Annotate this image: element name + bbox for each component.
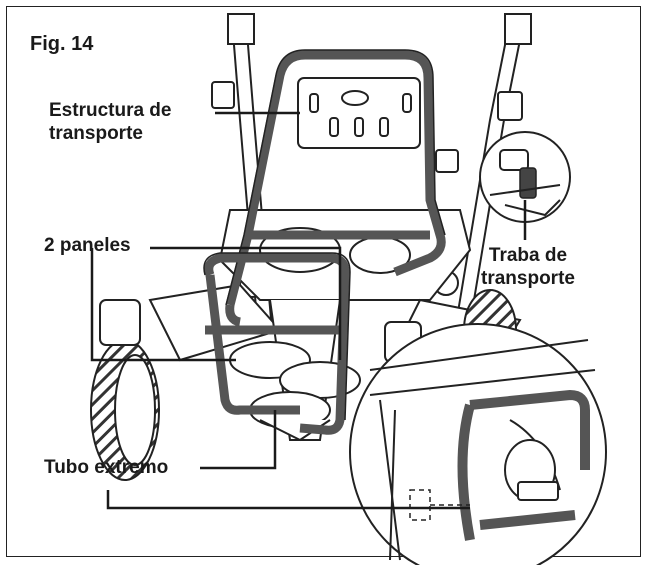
front-panels — [204, 253, 350, 435]
transport-frame-outline — [225, 49, 446, 306]
callout-transport-frame-line2: transporte — [49, 123, 143, 144]
frame-plate — [297, 77, 421, 149]
transport-lock-inset — [479, 131, 571, 223]
transport-frame — [225, 50, 446, 327]
end-tube-inset — [349, 323, 607, 565]
callout-transport-lock-line1: Traba de — [488, 245, 568, 266]
callout-transport-lock-line2: transporte — [481, 268, 575, 289]
callout-end-tube: Tubo extremo — [44, 457, 169, 478]
leader-lines — [90, 111, 527, 510]
front-panels-outline — [203, 252, 351, 421]
callout-transport-lock: Traba de transporte — [481, 244, 575, 290]
left-wheel — [90, 299, 160, 481]
callout-transport-frame-line1: Estructura de — [49, 100, 172, 121]
figure-number: Fig. 14 — [30, 33, 94, 55]
callout-transport-frame: Estructura de transporte — [49, 99, 171, 145]
callout-two-panels: 2 paneles — [44, 235, 131, 256]
